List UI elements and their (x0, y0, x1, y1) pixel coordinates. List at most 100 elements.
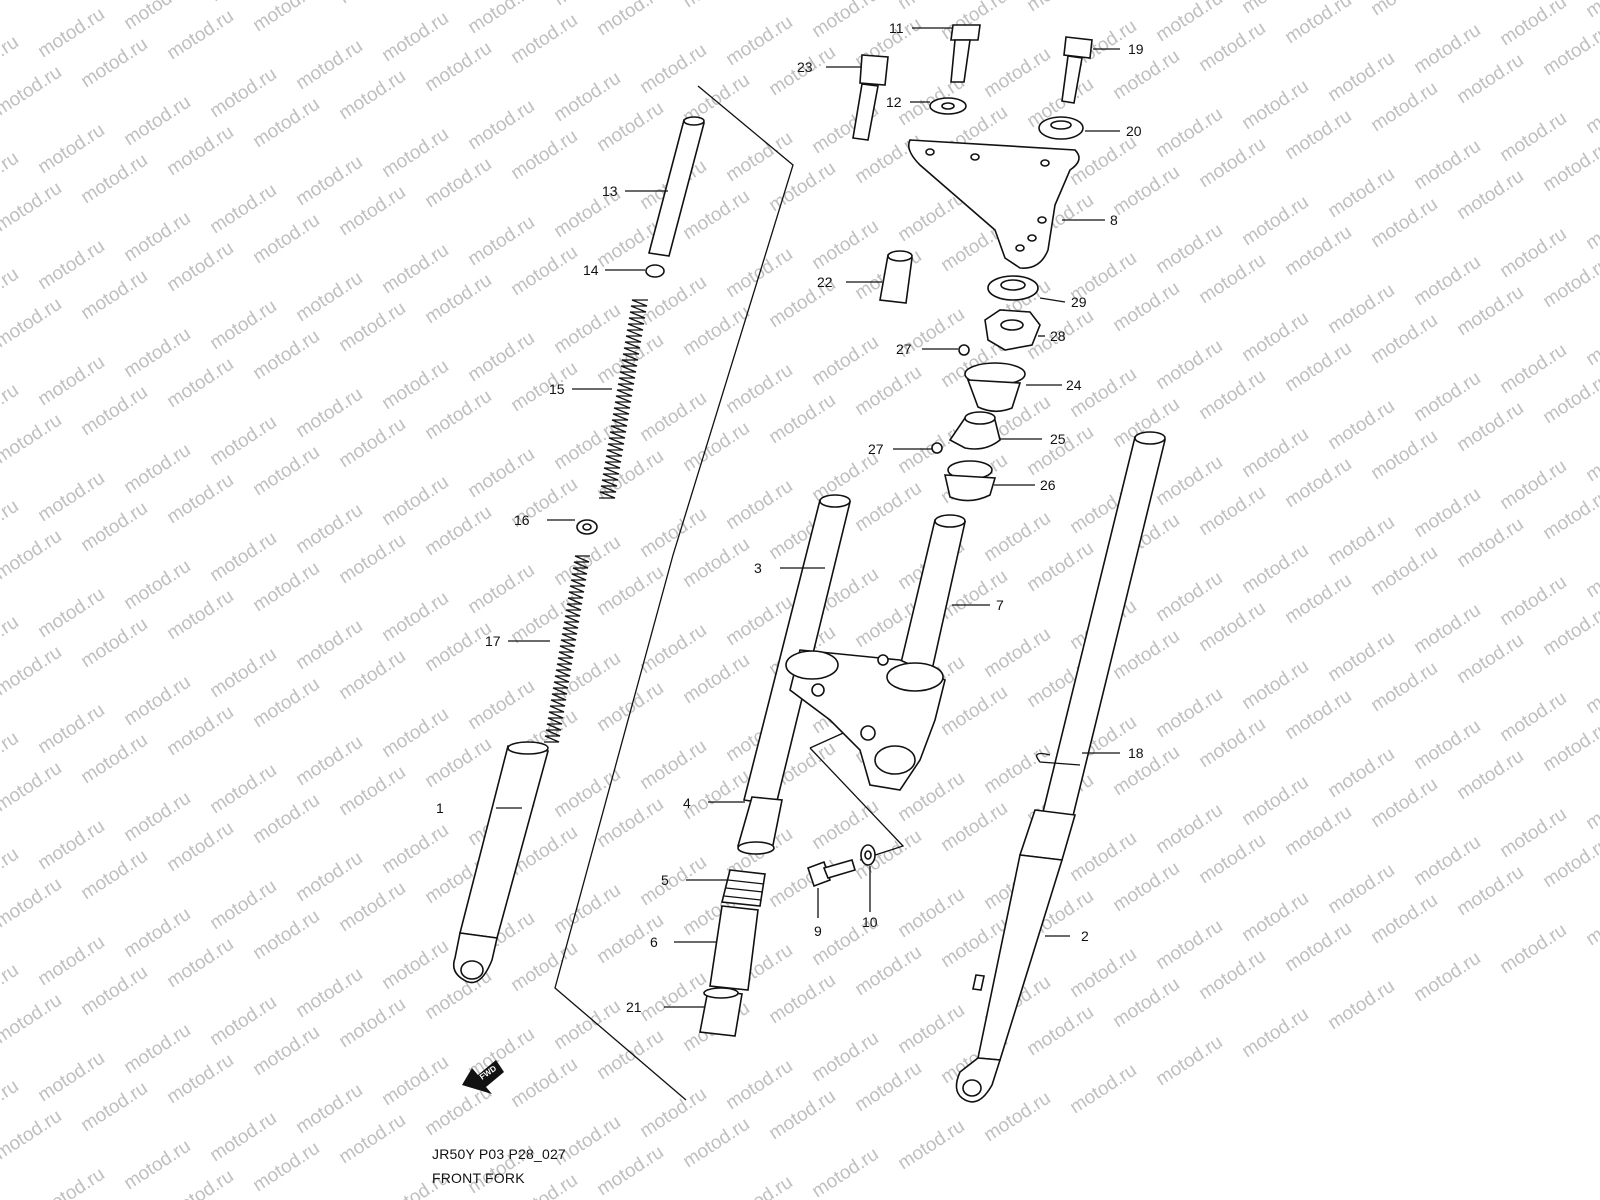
callout-19: 19 (1128, 41, 1144, 57)
watermark-text: motod.ru (163, 1050, 237, 1108)
watermark-text: motod.ru (0, 264, 23, 322)
callout-12: 12 (886, 94, 902, 110)
watermark-text: motod.ru (765, 970, 839, 1028)
watermark-text: motod.ru (1539, 370, 1600, 428)
watermark-text: motod.ru (34, 700, 108, 758)
watermark-text: motod.ru (679, 534, 753, 592)
watermark-text: motod.ru (1195, 134, 1269, 192)
watermark-text: motod.ru (1582, 660, 1600, 718)
watermark-text: motod.ru (120, 788, 194, 846)
watermark-text: motod.ru (378, 588, 452, 646)
watermark-text: motod.ru (1367, 426, 1441, 484)
watermark-text: motod.ru (421, 386, 495, 444)
part-9-bolt (806, 859, 856, 888)
watermark-text: motod.ru (1367, 194, 1441, 252)
watermark-text: motod.ru (292, 732, 366, 790)
watermark-text: motod.ru (1453, 630, 1527, 688)
watermark-text: motod.ru (206, 528, 280, 586)
watermark-text: motod.ru (120, 324, 194, 382)
watermark-text: motod.ru (249, 790, 323, 848)
watermark-text: motod.ru (1496, 340, 1570, 398)
part-25-cone (948, 411, 1001, 450)
watermark-text: motod.ru (1539, 138, 1600, 196)
watermark-text: motod.ru (206, 1108, 280, 1166)
watermark-text: motod.ru (550, 300, 624, 358)
watermark-text: motod.ru (206, 64, 280, 122)
watermark-text: motod.ru (1152, 684, 1226, 742)
callout-16: 16 (514, 512, 530, 528)
watermark-text: motod.ru (980, 740, 1054, 798)
watermark-text: motod.ru (808, 332, 882, 390)
part-10-washer (860, 844, 876, 866)
callout-27-upper: 27 (896, 341, 912, 357)
watermark-text: motod.ru (980, 624, 1054, 682)
assembly-group-outline (554, 85, 794, 1101)
watermark-text: motod.ru (292, 964, 366, 1022)
watermark-text: motod.ru (980, 44, 1054, 102)
watermark-text: motod.ru (1453, 398, 1527, 456)
callout-29: 29 (1071, 294, 1087, 310)
watermark-text: motod.ru (1496, 804, 1570, 862)
diagram-title: FRONT FORK (432, 1170, 525, 1186)
watermark-text: motod.ru (378, 704, 452, 762)
watermark-text: motod.ru (1066, 828, 1140, 886)
diagram-code: JR50Y P03 P28_027 (432, 1146, 566, 1162)
watermark-text: motod.ru (1195, 714, 1269, 772)
watermark-text: motod.ru (464, 328, 538, 386)
callout-11: 11 (889, 20, 904, 36)
callout-13: 13 (602, 183, 618, 199)
watermark-text: motod.ru (1152, 104, 1226, 162)
part-22-bushing (879, 250, 913, 304)
watermark-text: motod.ru (1152, 336, 1226, 394)
callout-27-lower: 27 (868, 441, 884, 457)
watermark-text: motod.ru (808, 0, 882, 42)
watermark-text: motod.ru (1582, 0, 1600, 22)
watermark-text: motod.ru (1195, 482, 1269, 540)
callout-14: 14 (583, 262, 599, 278)
watermark-text: motod.ru (636, 968, 710, 1026)
callout-22: 22 (817, 274, 833, 290)
watermark-text: motod.ru (464, 96, 538, 154)
watermark-text: motod.ru (1367, 890, 1441, 948)
watermark-text: motod.ru (1324, 280, 1398, 338)
watermark-text: motod.ru (1023, 1002, 1097, 1060)
watermark-text: motod.ru (1453, 862, 1527, 920)
watermark-text: motod.ru (593, 1142, 667, 1200)
watermark-text: motod.ru (249, 674, 323, 732)
watermark-text: motod.ru (249, 558, 323, 616)
watermark-text: motod.ru (1367, 78, 1441, 136)
watermark-text: motod.ru (163, 1166, 237, 1200)
part-29-lock-nut (987, 275, 1039, 301)
callout-23: 23 (797, 59, 813, 75)
watermark-text: motod.ru (0, 844, 23, 902)
watermark-text: motod.ru (1109, 162, 1183, 220)
watermark-text: motod.ru (1539, 254, 1600, 312)
watermark-text: motod.ru (206, 296, 280, 354)
watermark-text: motod.ru (851, 478, 925, 536)
watermark-text: motod.ru (120, 904, 194, 962)
watermark-text: motod.ru (0, 62, 66, 120)
watermark-text: motod.ru (1367, 542, 1441, 600)
watermark-text: motod.ru (1453, 282, 1527, 340)
part-1-outer-tube (452, 741, 550, 984)
watermark-text: motod.ru (77, 266, 151, 324)
watermark-text: motod.ru (335, 878, 409, 936)
watermark-text: motod.ru (636, 388, 710, 446)
watermark-text: motod.ru (1238, 308, 1312, 366)
watermark-text: motod.ru (636, 1084, 710, 1142)
part-7-steering-stem (785, 514, 966, 791)
watermark-text: motod.ru (77, 1078, 151, 1136)
watermark-text: motod.ru (593, 678, 667, 736)
callout-20: 20 (1126, 123, 1142, 139)
watermark-text: motod.ru (1324, 512, 1398, 570)
watermark-text: motod.ru (1367, 774, 1441, 832)
watermark-text: motod.ru (507, 10, 581, 68)
watermark-text: motod.ru (1195, 366, 1269, 424)
watermark-text: motod.ru (34, 1164, 108, 1200)
watermark-text: motod.ru (292, 152, 366, 210)
watermark-text: motod.ru (1238, 772, 1312, 830)
watermark-text: motod.ru (937, 682, 1011, 740)
watermark-text: motod.ru (464, 444, 538, 502)
watermark-text: motod.ru (1023, 0, 1097, 16)
watermark-text: motod.ru (765, 390, 839, 448)
